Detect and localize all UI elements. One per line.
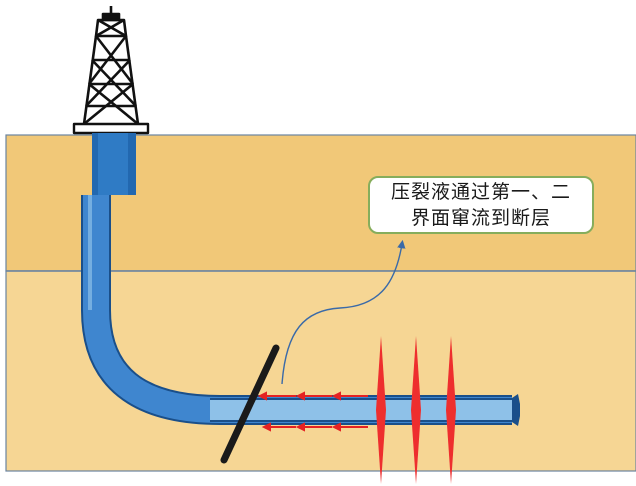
flow-arrows-lower — [261, 422, 368, 432]
fracture-3 — [446, 336, 456, 484]
hydraulic-fractures — [376, 336, 456, 484]
fracture-2 — [411, 336, 421, 484]
annotation-line-1: 压裂液通过第一、二 — [390, 181, 571, 203]
wellbore-toe — [512, 394, 520, 426]
wellbore-casing — [83, 195, 512, 423]
annotation-line-2: 界面窜流到断层 — [410, 207, 551, 229]
annotation-callout: 压裂液通过第一、二 界面窜流到断层 — [368, 176, 594, 234]
fault-line — [220, 344, 280, 464]
leader-arrow — [281, 239, 406, 385]
flow-arrows-upper — [257, 391, 368, 401]
fracture-1 — [376, 336, 386, 484]
